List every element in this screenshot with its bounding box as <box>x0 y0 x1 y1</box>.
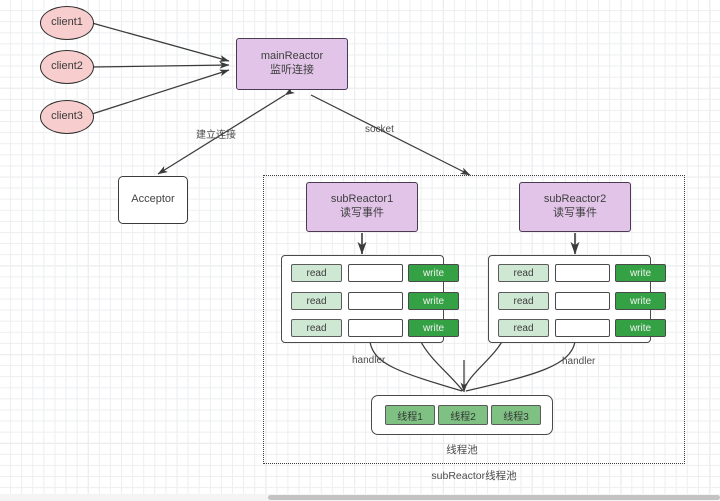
middle-cell[interactable] <box>348 319 403 337</box>
write-label: write <box>422 267 445 279</box>
write-cell[interactable]: write <box>615 292 666 310</box>
middle-cell[interactable] <box>555 319 610 337</box>
write-cell[interactable]: write <box>408 264 459 282</box>
client-label: client3 <box>51 110 83 123</box>
main-reactor-subtitle: 监听连接 <box>269 64 314 76</box>
read-label: read <box>306 295 327 307</box>
main-reactor-title: mainReactor <box>260 50 324 63</box>
sub-reactor-node-1[interactable]: subReactor1 读写事件 <box>306 182 418 232</box>
write-cell[interactable]: write <box>615 319 666 337</box>
thread-pool-caption: 线程池 <box>446 444 478 456</box>
edge-client1-mainreactor <box>91 22 230 62</box>
sub-reactor-title: subReactor2 <box>543 193 607 206</box>
sub-reactor-subtitle: 读写事件 <box>553 207 597 219</box>
read-cell[interactable]: read <box>498 292 549 310</box>
horizontal-scrollbar-track[interactable] <box>0 494 720 501</box>
horizontal-scrollbar-thumb[interactable] <box>268 495 720 500</box>
middle-cell[interactable] <box>348 264 403 282</box>
edge-client2-mainreactor <box>91 61 230 69</box>
client-node-1[interactable]: client1 <box>40 6 94 40</box>
handler-label-right: handler <box>562 356 596 367</box>
middle-cell[interactable] <box>555 292 610 310</box>
thread-label: 线程3 <box>503 411 529 423</box>
write-cell[interactable]: write <box>615 264 666 282</box>
read-label: read <box>306 322 327 334</box>
read-label: read <box>306 267 327 279</box>
thread-label: 线程1 <box>397 411 423 423</box>
handler-panel-right: read write read write read write <box>488 255 666 343</box>
client-label: client1 <box>51 16 83 29</box>
sub-reactor-node-2[interactable]: subReactor2 读写事件 <box>519 182 631 232</box>
read-cell[interactable]: read <box>498 319 549 337</box>
thread-item-3[interactable]: 线程3 <box>491 405 541 425</box>
sub-reactor-title: subReactor1 <box>330 193 394 206</box>
client-label: client2 <box>51 60 83 73</box>
write-cell[interactable]: write <box>408 292 459 310</box>
read-cell[interactable]: read <box>291 264 342 282</box>
read-label: read <box>513 322 534 334</box>
main-reactor-node[interactable]: mainReactor 监听连接 <box>236 38 348 90</box>
write-cell[interactable]: write <box>408 319 459 337</box>
client-node-3[interactable]: client3 <box>40 100 94 134</box>
write-label: write <box>629 322 652 334</box>
thread-label: 线程2 <box>450 411 476 423</box>
edge-label-socket: socket <box>365 124 394 135</box>
read-cell[interactable]: read <box>291 292 342 310</box>
write-label: write <box>629 267 652 279</box>
write-label: write <box>629 295 652 307</box>
handler-label-left: handler <box>352 355 386 366</box>
acceptor-label: Acceptor <box>131 193 175 206</box>
edge-client3-mainreactor <box>91 69 230 115</box>
thread-item-2[interactable]: 线程2 <box>438 405 488 425</box>
group-caption: subReactor线程池 <box>431 470 517 482</box>
thread-item-1[interactable]: 线程1 <box>385 405 435 425</box>
read-label: read <box>513 295 534 307</box>
client-node-2[interactable]: client2 <box>40 50 94 84</box>
read-cell[interactable]: read <box>291 319 342 337</box>
handler-panel-left: read write read write read write <box>281 255 459 343</box>
edge-mainreactor-socket <box>310 94 471 176</box>
write-label: write <box>422 295 445 307</box>
sub-reactor-subtitle: 读写事件 <box>340 207 384 219</box>
middle-cell[interactable] <box>555 264 610 282</box>
acceptor-node[interactable]: Acceptor <box>118 176 188 224</box>
subreactor-group-boundary <box>263 175 685 464</box>
read-label: read <box>513 267 534 279</box>
read-cell[interactable]: read <box>498 264 549 282</box>
middle-cell[interactable] <box>348 292 403 310</box>
thread-pool-box: 线程1 线程2 线程3 <box>371 395 553 435</box>
edge-label-establish-connection: 建立连接 <box>196 130 236 141</box>
write-label: write <box>422 322 445 334</box>
